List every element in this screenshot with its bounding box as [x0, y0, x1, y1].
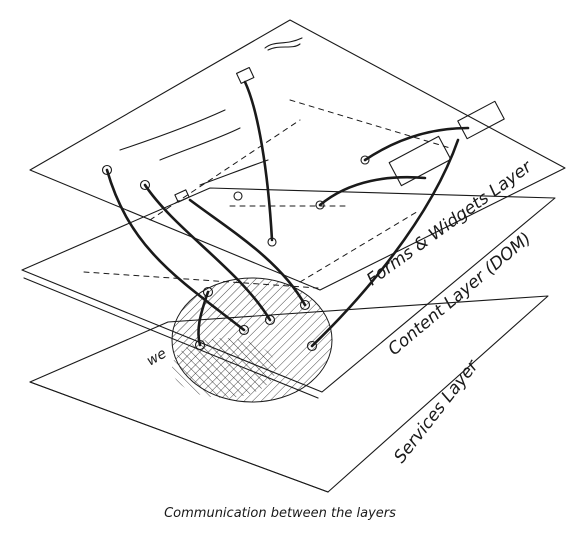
forms-widgets-layer-label: Forms & Widgets Layer: [363, 157, 536, 290]
form-widgets: [120, 38, 504, 202]
forms-widgets-layer-plane: [30, 20, 565, 290]
diagram-caption: Communication between the layers: [110, 506, 450, 521]
services-layer-label: Services Layer: [390, 356, 483, 467]
web-fragment-label: we: [144, 346, 169, 370]
